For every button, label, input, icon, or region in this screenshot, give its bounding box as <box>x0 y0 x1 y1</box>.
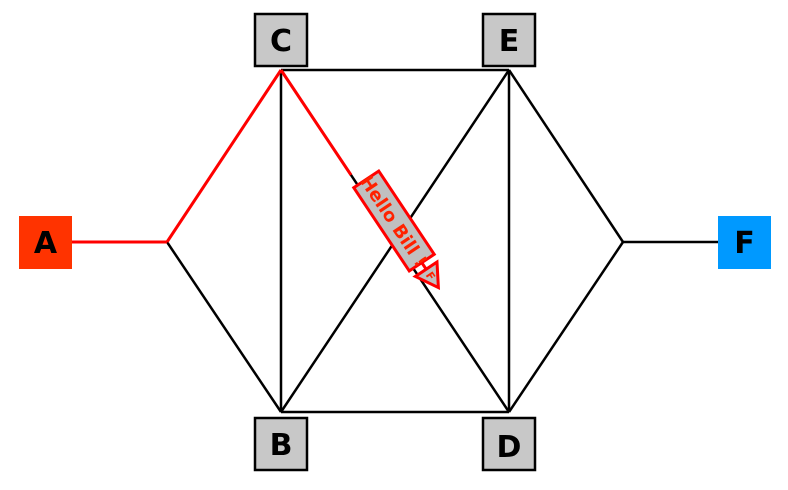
node-e-box <box>481 12 537 68</box>
edge-junctionleft-b <box>165 241 283 413</box>
node-d-label: D <box>497 430 522 465</box>
node-b[interactable]: B <box>253 416 309 472</box>
node-d-box <box>481 416 537 472</box>
edge-e-junctionright <box>507 69 625 243</box>
node-c[interactable]: C <box>253 12 309 68</box>
active-path <box>72 69 353 244</box>
node-c-box <box>253 12 309 68</box>
packet: Hello Bill ! F <box>351 168 441 291</box>
node-a-box <box>19 216 72 269</box>
edge-d-junctionright <box>507 241 625 413</box>
node-c-label: C <box>270 24 292 59</box>
node-b-box <box>253 416 309 472</box>
node-f-box <box>718 216 771 269</box>
node-b-label: B <box>270 428 293 463</box>
node-d[interactable]: D <box>481 416 537 472</box>
node-a-label: A <box>34 226 58 261</box>
path-junctionleft-c <box>165 69 283 243</box>
node-e-label: E <box>499 24 520 59</box>
node-f[interactable]: F <box>718 216 771 269</box>
packet-arrow-head <box>412 259 441 291</box>
node-f-label: F <box>734 226 755 261</box>
network-edges <box>165 68 718 414</box>
node-e[interactable]: E <box>481 12 537 68</box>
node-a[interactable]: A <box>19 216 72 269</box>
packet-text: Hello Bill ! <box>355 172 431 271</box>
path-c-packet <box>279 69 353 176</box>
